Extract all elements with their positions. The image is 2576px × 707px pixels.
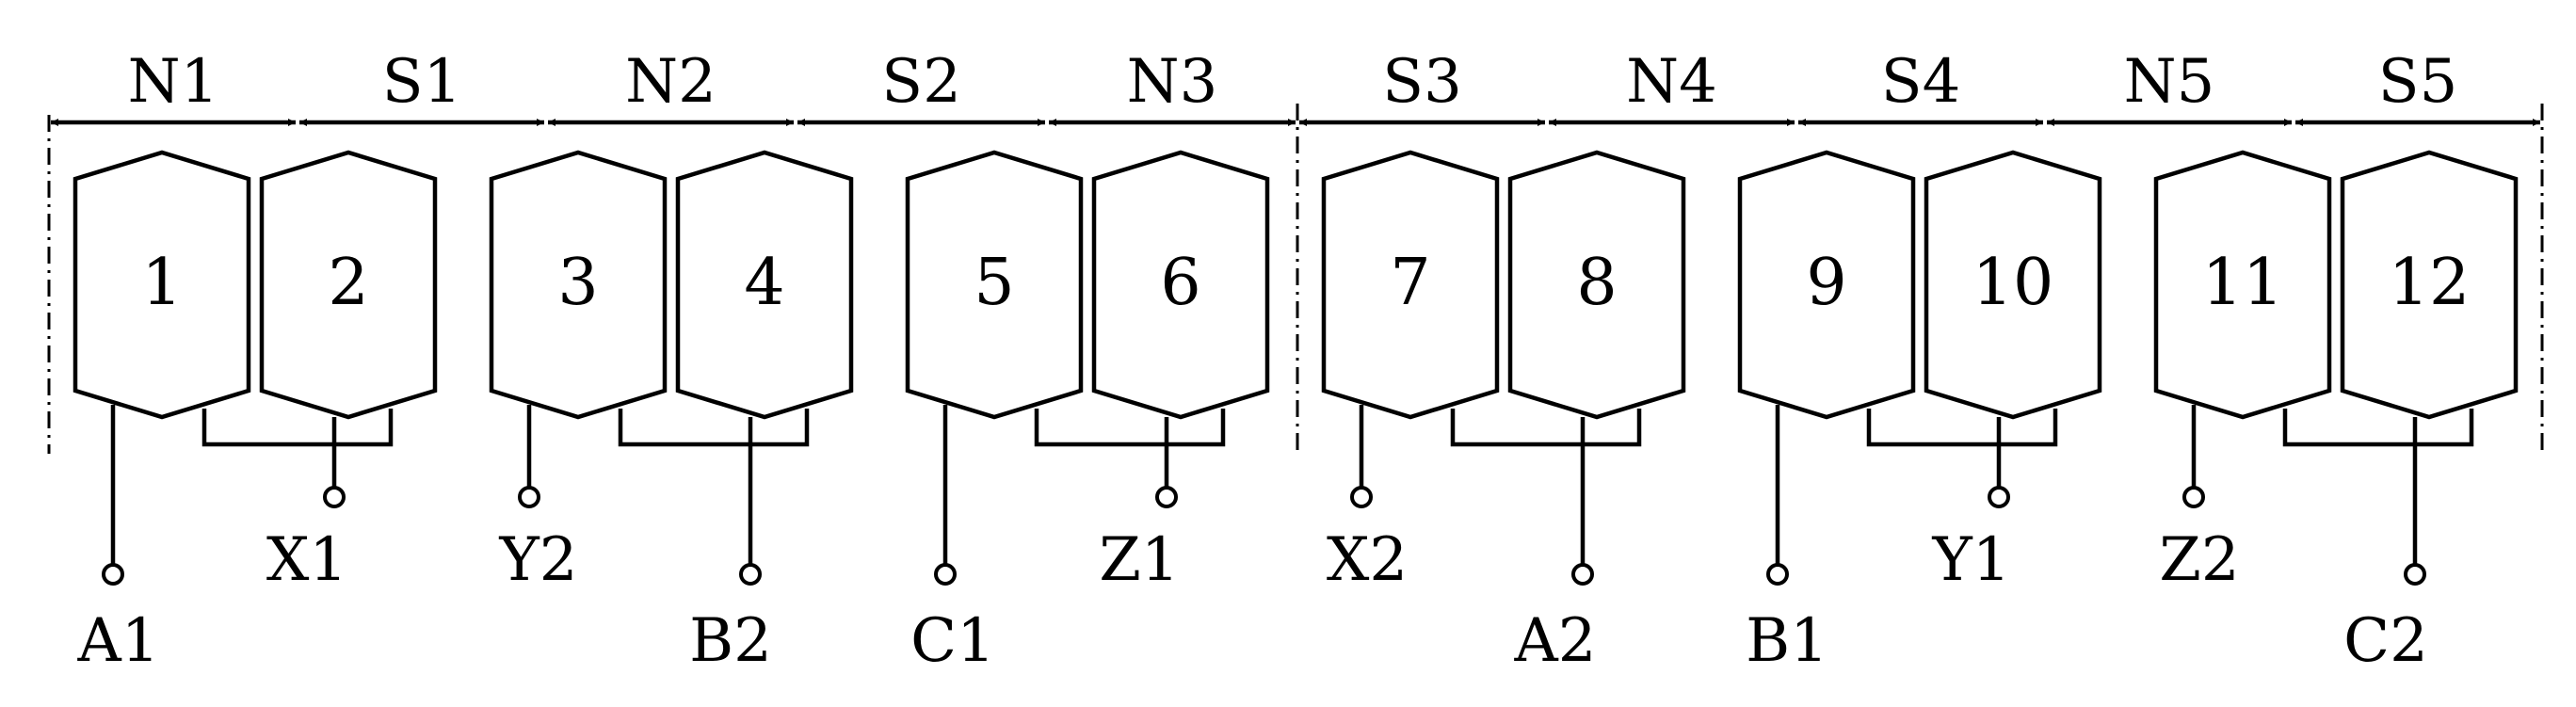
- terminal-label-x1: X1: [266, 525, 347, 595]
- series-link-3: [1034, 409, 1226, 447]
- terminal-label-b2: B2: [689, 606, 772, 676]
- pole-label-n2: N2: [625, 47, 716, 117]
- terminal-c2: [2404, 563, 2426, 586]
- coil-number-11: 11: [2202, 246, 2284, 320]
- coil-4: [675, 150, 854, 420]
- coil-number-9: 9: [1806, 246, 1846, 320]
- terminal-label-a1: A1: [77, 606, 160, 676]
- terminal-z2: [2182, 486, 2205, 508]
- pole-label-n3: N3: [1127, 47, 1218, 117]
- pole-label-s2: S2: [881, 47, 961, 117]
- series-link-1: [201, 409, 394, 447]
- terminal-label-y2: Y2: [499, 525, 578, 595]
- coil-number-3: 3: [557, 246, 598, 320]
- pole-label-n1: N1: [128, 47, 219, 117]
- pole-label-s4: S4: [1881, 47, 1961, 117]
- terminal-y2: [518, 486, 540, 508]
- coil-number-6: 6: [1160, 246, 1200, 320]
- coil-6: [1091, 150, 1270, 420]
- coil-number-2: 2: [328, 246, 368, 320]
- pole-label-n5: N5: [2124, 47, 2215, 117]
- terminal-x1: [323, 486, 346, 508]
- terminal-label-a2: A2: [1514, 606, 1597, 676]
- terminal-b2: [739, 563, 762, 586]
- terminal-label-x2: X2: [1327, 525, 1408, 595]
- coil-9: [1737, 150, 1916, 420]
- terminal-y1: [1988, 486, 2010, 508]
- connection-wires: [110, 405, 2474, 565]
- series-link-4: [1450, 409, 1642, 447]
- coil-number-4: 4: [744, 246, 784, 320]
- pole-label-s1: S1: [382, 47, 462, 117]
- terminal-a1: [102, 563, 124, 586]
- terminal-b1: [1766, 563, 1789, 586]
- coil-number-5: 5: [974, 246, 1014, 320]
- coil-number-8: 8: [1576, 246, 1617, 320]
- coil-3: [489, 150, 668, 420]
- terminal-label-z1: Z1: [1099, 525, 1179, 595]
- coil-2: [259, 150, 438, 420]
- series-link-2: [618, 409, 810, 447]
- terminal-label-y1: Y1: [1932, 525, 2011, 595]
- series-link-6: [2282, 409, 2474, 447]
- coil-7: [1321, 150, 1500, 420]
- coil-8: [1507, 150, 1686, 420]
- terminal-label-z2: Z2: [2159, 525, 2239, 595]
- pole-label-s3: S3: [1382, 47, 1462, 117]
- coil-11: [2153, 150, 2332, 420]
- series-link-5: [1866, 409, 2058, 447]
- coil-1: [72, 150, 251, 420]
- coil-number-12: 12: [2389, 246, 2471, 320]
- coil-12: [2340, 150, 2519, 420]
- pole-label-s5: S5: [2378, 47, 2458, 117]
- terminal-c1: [934, 563, 957, 586]
- terminal-z1: [1155, 486, 1178, 508]
- pole-arrows: N1 S1 N2 S2 N3 S3 N4 S4 N5 S5: [51, 47, 2540, 126]
- coil-5: [905, 150, 1084, 420]
- coil-10: [1924, 150, 2102, 420]
- coil-number-10: 10: [1972, 246, 2054, 320]
- terminal-a2: [1571, 563, 1594, 586]
- coil-number-7: 7: [1390, 246, 1430, 320]
- pole-label-n4: N4: [1626, 47, 1717, 117]
- terminal-label-c2: C2: [2343, 606, 2428, 676]
- terminal-label-b1: B1: [1746, 606, 1828, 676]
- terminal-label-c1: C1: [910, 606, 995, 676]
- coil-number-1: 1: [141, 246, 182, 320]
- terminal-x2: [1350, 486, 1373, 508]
